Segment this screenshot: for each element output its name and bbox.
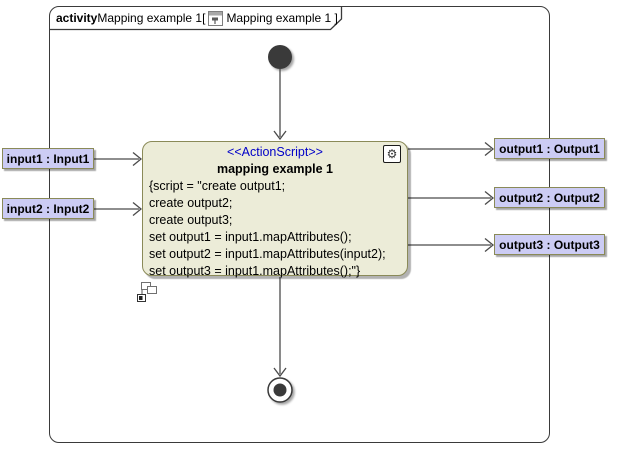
script-line: {script = "create output1; (149, 179, 286, 193)
script-line: set output3 = input1.mapAttributes();"} (149, 264, 361, 278)
frame-title-pentagon (49, 6, 343, 31)
gear-icon[interactable]: ⚙ (383, 145, 401, 163)
pin-label: output2 : Output2 (499, 190, 600, 205)
pin-label: input1 : Input1 (6, 151, 90, 166)
activity-frame-border[interactable] (49, 6, 550, 443)
activity-final-node[interactable] (267, 377, 293, 403)
arrowhead-initial-to-action (273, 130, 287, 141)
script-line: set output1 = input1.mapAttributes(); (149, 230, 352, 244)
arrowhead-to-final (273, 367, 287, 378)
input-pin-input1[interactable]: input1 : Input1 (2, 148, 94, 169)
input-pin-input2[interactable]: input2 : Input2 (2, 198, 94, 219)
action-node-mapping-example-1[interactable]: <<ActionScript>> mapping example 1 {scri… (142, 141, 408, 278)
arrowhead-output2 (484, 190, 495, 206)
output-pin-output2[interactable]: output2 : Output2 (494, 187, 605, 208)
arrowhead-output1 (484, 141, 495, 157)
script-line: set output2 = input1.mapAttributes(input… (149, 247, 386, 261)
decomposition-icon[interactable] (136, 281, 158, 308)
script-line: create output2; (149, 196, 233, 210)
activity-diagram-icon (208, 10, 224, 26)
frame-title-keyword: activity (56, 11, 98, 25)
output-pin-output3[interactable]: output3 : Output3 (494, 234, 605, 255)
arrowhead-input1 (132, 151, 143, 167)
arrowhead-input2 (132, 201, 143, 217)
frame-title-diagram-ref: Mapping example 1 ] (226, 11, 338, 25)
pin-label: output3 : Output3 (499, 237, 600, 252)
initial-node[interactable] (268, 45, 292, 69)
action-stereotype: <<ActionScript>> (227, 145, 323, 159)
pin-label: input2 : Input2 (6, 201, 90, 216)
action-script-block: {script = "create output1; create output… (143, 178, 407, 280)
action-name: mapping example 1 (216, 162, 333, 176)
pin-label: output1 : Output1 (499, 141, 600, 156)
script-line: create output3; (149, 213, 233, 227)
output-pin-output1[interactable]: output1 : Output1 (494, 138, 605, 159)
arrowhead-output3 (484, 237, 495, 253)
frame-title[interactable]: activity Mapping example 1[ Mapping exam… (56, 9, 338, 27)
frame-title-name: Mapping example 1[ (97, 11, 206, 25)
